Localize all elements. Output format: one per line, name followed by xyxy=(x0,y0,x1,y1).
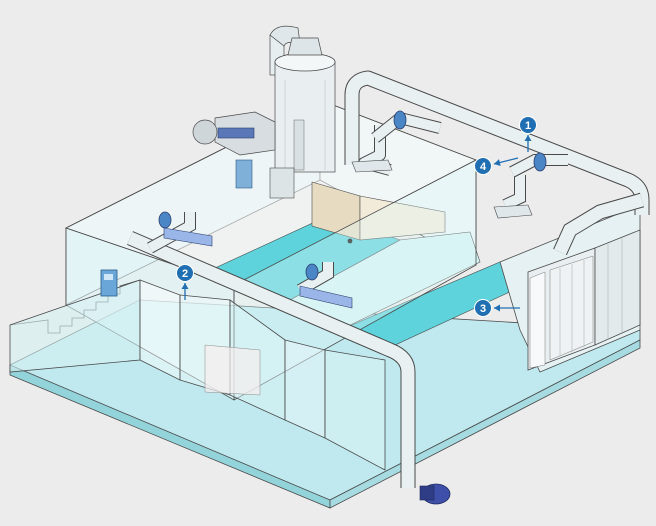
control-panel-box xyxy=(100,269,118,297)
control-panel-screen xyxy=(104,274,113,280)
top-duct-system xyxy=(344,70,650,256)
callout-markers: 1 2 3 4 xyxy=(176,116,537,317)
callout-number-1: 1 xyxy=(525,120,531,132)
callout-circle-1 xyxy=(519,116,537,134)
front-partition-e xyxy=(324,349,386,471)
callout-arrowhead-2 xyxy=(181,283,189,289)
top-fan-unit xyxy=(192,111,295,199)
callout-marker-3: 3 xyxy=(474,299,520,317)
inner-room-right-wall xyxy=(359,195,446,241)
front-duct-system xyxy=(127,211,451,505)
callout-marker-4: 4 xyxy=(474,157,519,175)
callout-circle-4 xyxy=(474,157,492,175)
callout-number-3: 3 xyxy=(480,303,486,315)
callout-arrowhead-3 xyxy=(494,304,500,312)
filter-unit-right xyxy=(594,229,641,346)
callout-arrowhead-1 xyxy=(524,135,532,141)
callout-circle-3 xyxy=(474,299,492,317)
callout-arrowhead-4 xyxy=(494,159,501,166)
callout-number-2: 2 xyxy=(182,268,188,280)
inner-glass-room xyxy=(204,344,261,396)
filter-unit-left xyxy=(527,247,596,371)
exhaust-tower xyxy=(269,25,336,173)
callout-number-4: 4 xyxy=(480,161,487,173)
callout-circle-2 xyxy=(176,264,194,282)
callout-marker-1: 1 xyxy=(519,116,537,152)
callout-marker-2: 2 xyxy=(176,264,194,300)
inner-room-dot xyxy=(347,238,353,244)
